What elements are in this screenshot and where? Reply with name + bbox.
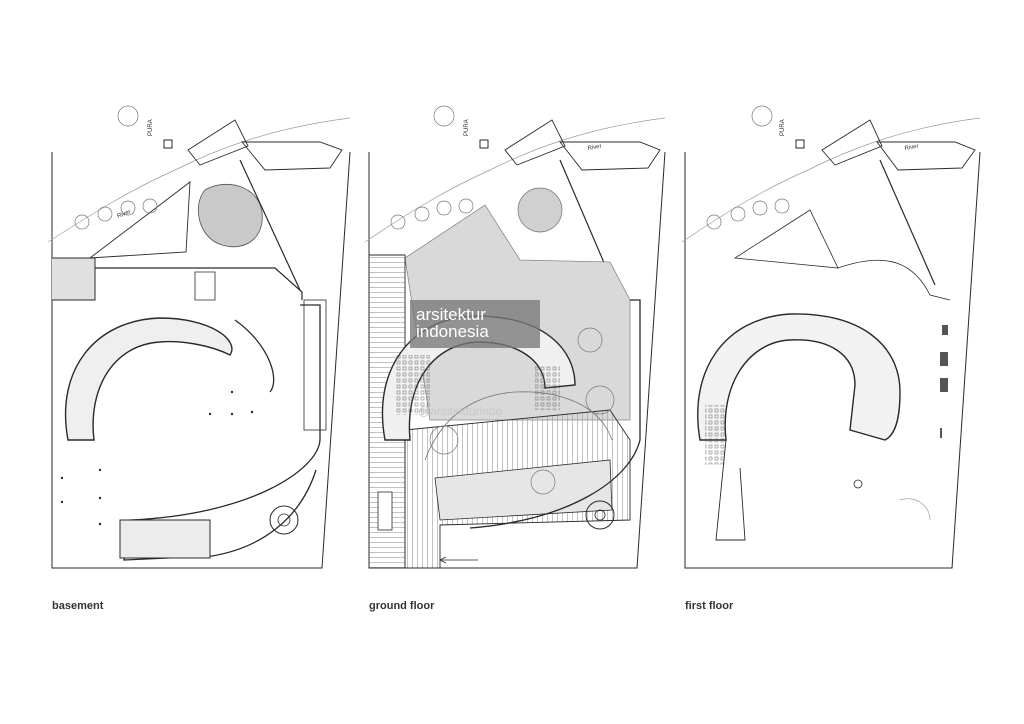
tree-icon [74, 105, 158, 230]
shrine-icon [163, 139, 173, 149]
pond [197, 183, 263, 248]
tree-icon [706, 105, 790, 230]
river-edge [681, 117, 981, 243]
basement-plan: PURA River [47, 105, 351, 569]
ground-floor-caption: ground floor [369, 600, 435, 612]
shrine-icon [795, 139, 805, 149]
river-edge [47, 117, 351, 243]
site-boundary [51, 151, 351, 569]
first-floor-caption: first floor [685, 600, 734, 612]
shrine-icon [479, 139, 489, 149]
tree-icon [390, 105, 615, 495]
river-label: River [904, 144, 919, 152]
watermark-logo: arsitektur indonesia [410, 300, 540, 348]
pura-label: PURA [780, 119, 786, 136]
watermark-brand-line2: indonesia [416, 322, 489, 341]
site-boundary [684, 151, 981, 569]
watermark-handle: @arsitekturindo [418, 404, 503, 418]
river-label: River [117, 209, 132, 220]
pura-label: PURA [148, 119, 154, 136]
river-edge [364, 117, 666, 243]
pura-label: PURA [464, 119, 470, 136]
watermark-brand-line1: arsitektur [416, 305, 486, 324]
river-label: River [587, 144, 602, 152]
first-floor-plan: PURA River [681, 105, 981, 569]
basement-caption: basement [52, 600, 104, 612]
